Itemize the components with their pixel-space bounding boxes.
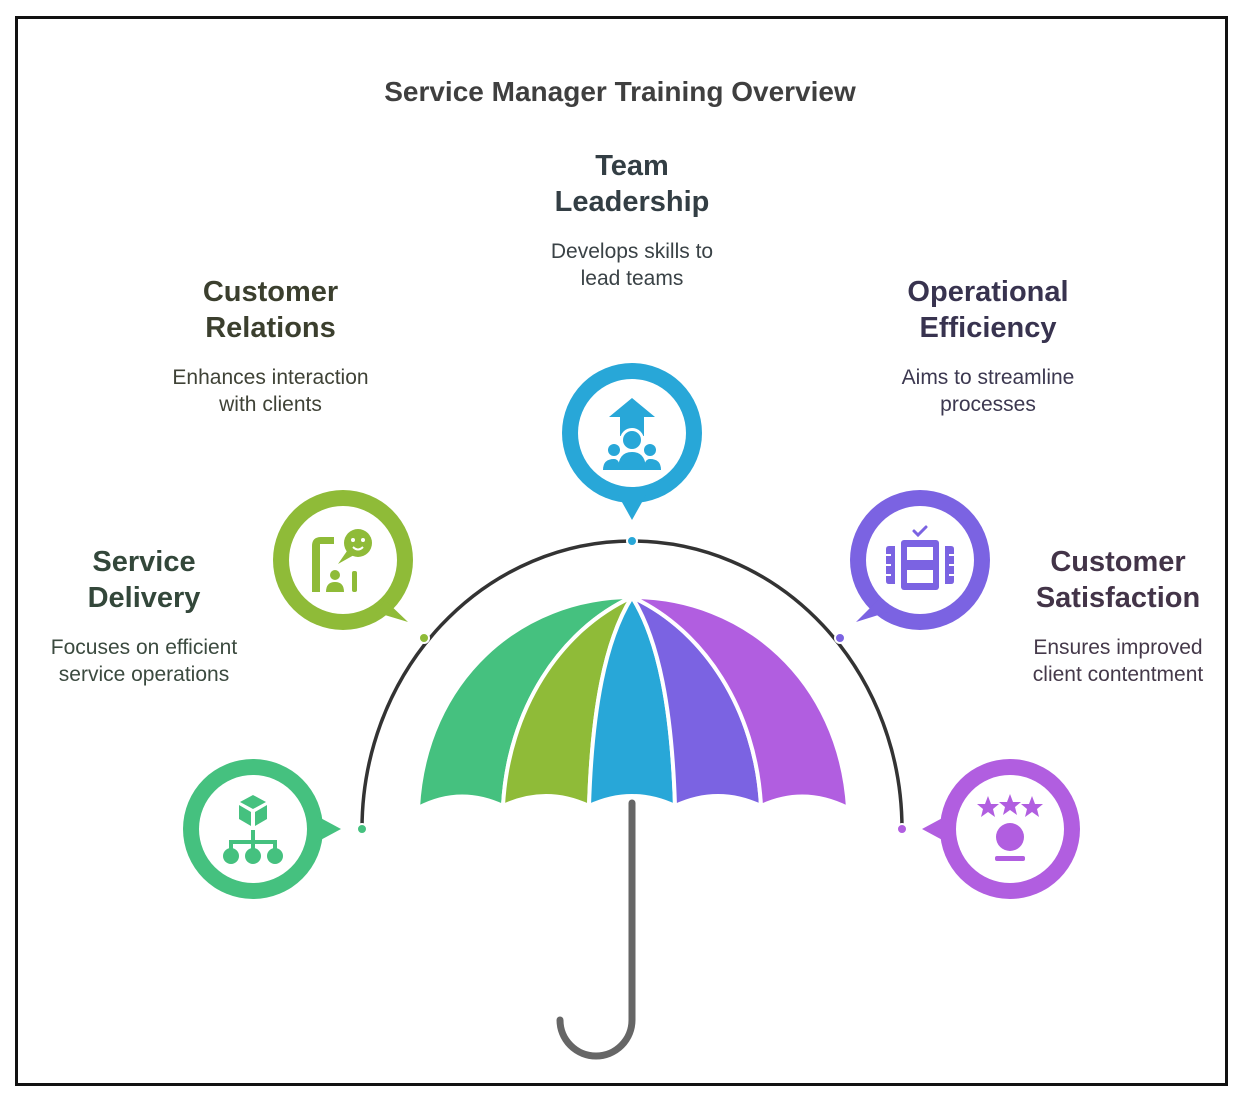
star-rating-person-icon [977, 794, 1043, 861]
item-heading: Operational Efficiency [868, 274, 1108, 346]
pin-service-delivery [356, 823, 368, 835]
heading-line: Efficiency [919, 312, 1057, 344]
diagram-title: Service Manager Training Overview [384, 76, 856, 107]
desc-line: Enhances interaction [172, 366, 369, 389]
pin-customer-relations [418, 632, 430, 644]
bubble-service-delivery [183, 759, 341, 899]
heading-line: Team [595, 150, 669, 182]
desc-line: Focuses on efficient [50, 636, 238, 659]
heading-line: Relations [205, 312, 336, 344]
item-heading: Customer Satisfaction [1000, 544, 1236, 616]
desc-line: client contentment [1032, 663, 1204, 686]
pin-team-leadership [626, 535, 638, 547]
item-customer-relations: Customer Relations Enhances interaction … [148, 274, 393, 418]
bubble-customer-relations [273, 490, 413, 630]
desc-line: lead teams [580, 267, 684, 290]
desc-line: with clients [219, 393, 322, 416]
pin-customer-satisfaction [896, 823, 908, 835]
item-operational-efficiency: Operational Efficiency Aims to streamlin… [868, 274, 1108, 418]
bubble-team-leadership [562, 363, 702, 520]
heading-line: Operational [907, 276, 1069, 308]
heading-line: Delivery [87, 582, 201, 614]
heading-line: Leadership [554, 186, 710, 218]
diagram-frame [15, 16, 1228, 1086]
bubble-customer-satisfaction [922, 759, 1080, 899]
item-customer-satisfaction: Customer Satisfaction Ensures improved c… [1000, 544, 1236, 688]
hierarchy-cube-icon [223, 795, 283, 864]
desc-line: Aims to streamline [901, 366, 1075, 389]
heading-line: Service [92, 546, 196, 578]
arc-pins [356, 535, 908, 835]
bubble-operational-efficiency [850, 490, 990, 630]
umbrella-handle [556, 799, 636, 1060]
checklist-device-icon [886, 525, 954, 590]
item-description: Enhances interaction with clients [148, 364, 393, 418]
chat-person-icon [312, 529, 372, 592]
item-heading: Service Delivery [24, 544, 264, 616]
desc-line: Ensures improved [1033, 636, 1203, 659]
item-description: Aims to streamline processes [868, 364, 1108, 418]
heading-line: Customer [1050, 546, 1186, 578]
umbrella-canopy [416, 595, 850, 810]
item-team-leadership: Team Leadership Develops skills to lead … [512, 148, 752, 292]
desc-line: processes [940, 393, 1036, 416]
pin-operational-efficiency [834, 632, 846, 644]
team-growth-icon [603, 398, 661, 470]
item-description: Ensures improved client contentment [1000, 634, 1236, 688]
heading-line: Satisfaction [1035, 582, 1201, 614]
item-heading: Customer Relations [148, 274, 393, 346]
item-description: Develops skills to lead teams [512, 238, 752, 292]
item-description: Focuses on efficient service operations [24, 634, 264, 688]
heading-line: Customer [202, 276, 339, 308]
desc-line: Develops skills to [550, 240, 714, 263]
desc-line: service operations [58, 663, 230, 686]
canopy-panel-purple [630, 595, 850, 810]
item-heading: Team Leadership [512, 148, 752, 220]
item-service-delivery: Service Delivery Focuses on efficient se… [24, 544, 264, 688]
